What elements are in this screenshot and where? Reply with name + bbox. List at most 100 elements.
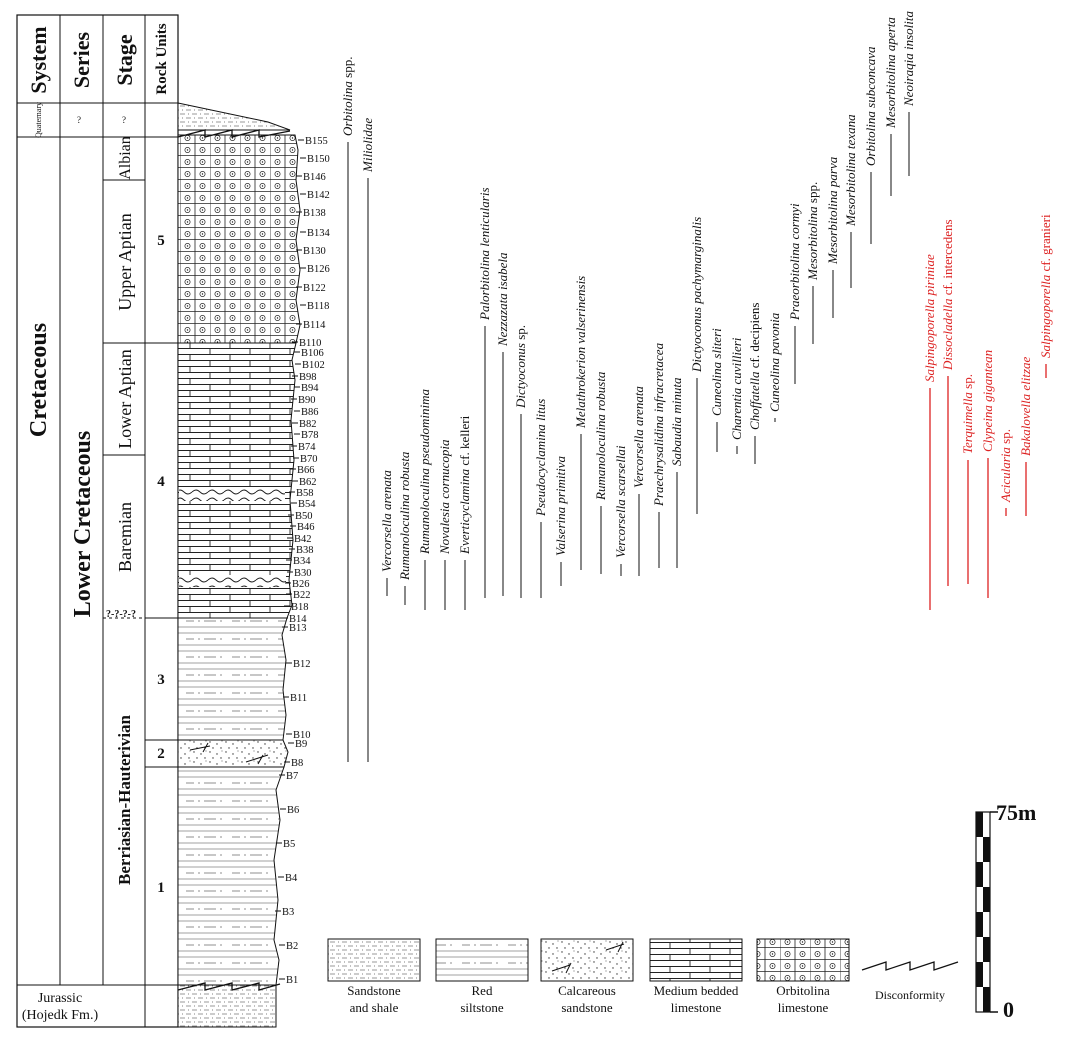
wavy-band-lower	[179, 575, 286, 587]
legend-swatch-orbitolina-limestone	[756, 938, 850, 982]
sample-label-B3: B3	[282, 907, 294, 918]
sample-label-B74: B74	[298, 442, 316, 453]
species-label-black-24: Mesorbitolina spp.	[805, 182, 820, 281]
sample-label-B30: B30	[294, 568, 312, 579]
series-unknown: ?	[77, 115, 81, 125]
sample-label-B6: B6	[287, 805, 299, 816]
column-headers: System Series Stage Rock Units	[26, 23, 170, 94]
disconformity-top	[177, 129, 291, 138]
species-label-red-1: Dissocladella cf. intercedens	[940, 219, 955, 371]
wavy-band-upper	[179, 487, 285, 501]
sample-label-B142: B142	[307, 190, 330, 201]
stage-baremian: Baremian	[115, 502, 135, 572]
species-label-black-11: Valserina primitiva	[553, 455, 568, 556]
sample-label-B7: B7	[286, 771, 298, 782]
sample-label-B12: B12	[293, 659, 311, 670]
header-stage: Stage	[112, 34, 137, 86]
species-label-black-2: Vercorsella arenata	[379, 470, 394, 572]
species-label-black-13: Rumanoloculina robusta	[593, 371, 608, 501]
scale-bar-segment	[976, 812, 983, 837]
sample-label-B82: B82	[299, 419, 317, 430]
scale-bar-segment	[976, 862, 983, 887]
legend-label-orbitolina-1: Orbitolina	[776, 983, 830, 998]
species-label-black-4: Rumanoloculina pseudominima	[417, 388, 432, 555]
scale-bar	[975, 811, 998, 1013]
lithology-column	[177, 102, 301, 1028]
series-lower-cretaceous: Lower Cretaceous	[70, 431, 96, 617]
disconformity-base	[177, 982, 281, 991]
sample-label-B46: B46	[297, 522, 315, 533]
species-label-black-17: Sabaudia minuta	[669, 377, 684, 466]
unit1-red-siltstone	[177, 766, 285, 986]
jurassic-label: Jurassic	[38, 991, 82, 1006]
legend-label-orbitolina-2: limestone	[778, 1000, 829, 1015]
species-label-black-7: Palorbitolina lenticularis	[477, 187, 492, 321]
sample-label-B114: B114	[303, 320, 326, 331]
sample-label-B62: B62	[299, 477, 317, 488]
species-label-black-18: Dictyoconus pachymarginalis	[689, 217, 704, 373]
uncertain-boundary-label: ?-?-?-?	[106, 609, 136, 620]
legend-label-red-siltstone-2: siltstone	[460, 1000, 504, 1015]
species-label-black-29: Neoiraqia insolita	[901, 11, 916, 107]
system-quaternary: Quaternary	[34, 102, 43, 138]
legend-swatch-medium-bedded-limestone	[649, 938, 743, 982]
sample-label-B122: B122	[303, 283, 326, 294]
stage-berriasian-hauterivian: Berriasian-Hauterivian	[115, 714, 134, 885]
sample-label-B126: B126	[307, 264, 330, 275]
sample-label-B50: B50	[295, 511, 313, 522]
column-grid	[16, 14, 179, 1028]
sample-label-B110: B110	[299, 338, 321, 349]
sample-label-B70: B70	[300, 454, 318, 465]
sample-label-B38: B38	[296, 545, 314, 556]
sample-label-B34: B34	[293, 556, 311, 567]
sample-label-B118: B118	[307, 301, 329, 312]
species-label-black-0: Orbitolina spp.	[340, 57, 355, 136]
unit5-orbitolina-limestone	[177, 134, 301, 344]
system-cretaceous: Cretaceous	[26, 323, 52, 437]
rock-unit-1: 1	[157, 880, 165, 896]
sample-label-B1: B1	[286, 975, 298, 986]
sample-label-B86: B86	[301, 407, 319, 418]
species-label-black-26: Mesorbitolina texana	[843, 114, 858, 227]
legend-swatch-red-siltstone	[435, 938, 529, 982]
legend-label-medium-bedded-2: limestone	[671, 1000, 722, 1015]
sample-label-B54: B54	[298, 499, 316, 510]
sample-label-B13: B13	[289, 623, 307, 634]
legend-label-medium-bedded-1: Medium bedded	[654, 983, 739, 998]
sample-label-B106: B106	[301, 348, 324, 359]
legend-swatch-disconformity	[861, 961, 959, 971]
sample-label-B11: B11	[290, 693, 307, 704]
sample-label-B58: B58	[296, 488, 314, 499]
sample-label-B22: B22	[293, 590, 311, 601]
species-label-black-15: Vercorsella arenata	[631, 386, 646, 488]
hojedk-label: (Hojedk Fm.)	[22, 1008, 99, 1023]
scale-bottom-label: 0	[1003, 997, 1014, 1022]
scale-top-label: 75m	[996, 800, 1036, 825]
unit3-red-siltstone	[177, 617, 288, 741]
species-label-red-3: Clypeina gigantean	[980, 350, 995, 452]
species-label-black-10: Pseudocyclamina litus	[533, 399, 548, 517]
species-label-red-5: Bakalovella elitzae	[1018, 356, 1033, 456]
scale-bar-segment	[976, 962, 983, 987]
legend-swatch-sandstone-shale	[327, 938, 421, 982]
sample-label-B130: B130	[303, 246, 326, 257]
sample-label-B26: B26	[292, 579, 310, 590]
legend-label-calcareous-sandstone-2: sandstone	[561, 1000, 613, 1015]
scale-bar-segment	[983, 937, 990, 962]
sample-label-B5: B5	[283, 839, 295, 850]
sample-label-B98: B98	[299, 372, 317, 383]
species-label-black-8: Nezzazata isabela	[495, 252, 510, 347]
sample-label-B2: B2	[286, 941, 298, 952]
jurassic-sandstone-shale	[177, 984, 277, 1028]
species-label-red-6: Salpingoporella cf. granieri	[1038, 214, 1053, 358]
stage-upper-aptian: Upper Aptian	[115, 213, 135, 310]
rock-unit-3: 3	[157, 672, 165, 688]
scale-bar-segment	[983, 987, 990, 1012]
sample-label-B90: B90	[298, 395, 316, 406]
sample-label-B150: B150	[307, 154, 330, 165]
unit2-calcareous-sandstone	[177, 739, 289, 768]
rock-unit-5: 5	[157, 233, 165, 249]
species-label-black-28: Mesorbitolina aperta	[883, 17, 898, 129]
